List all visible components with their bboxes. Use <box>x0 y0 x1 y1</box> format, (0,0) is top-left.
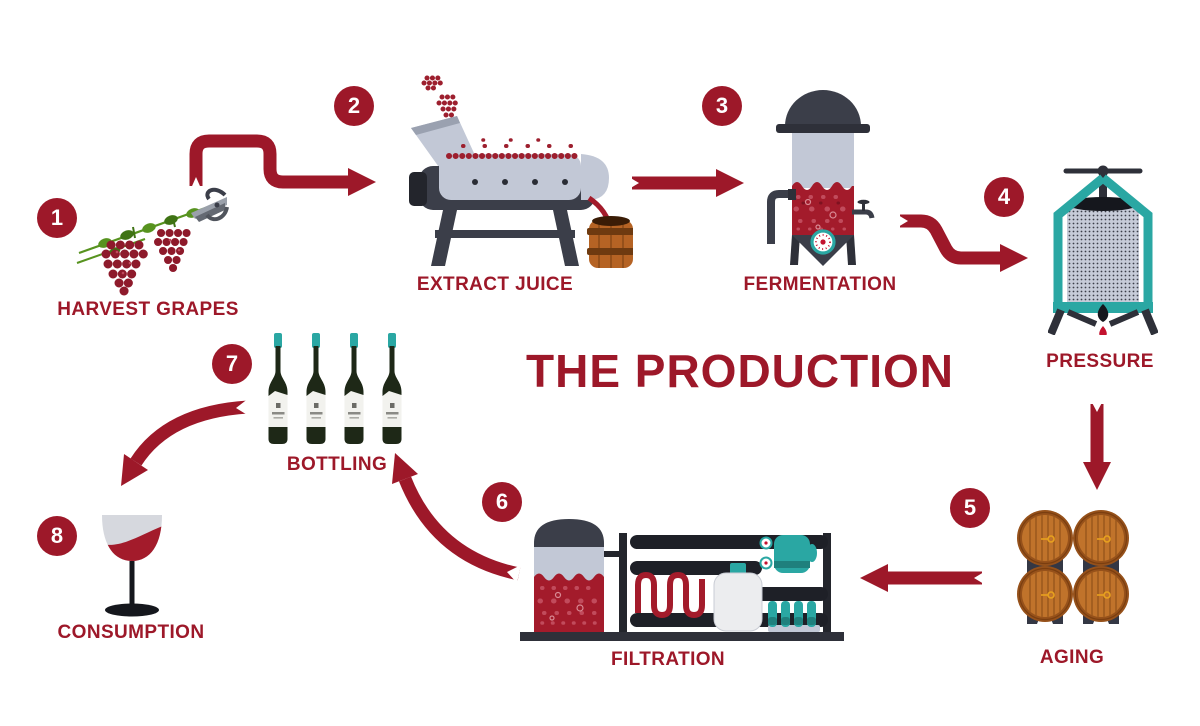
arrow-extract-to-fermentation-icon <box>624 169 744 197</box>
step-2-label: EXTRACT JUICE <box>416 274 574 295</box>
filter-cartridges <box>768 601 820 632</box>
filtration-tank <box>534 519 604 632</box>
step-1-label: HARVEST GRAPES <box>57 299 239 320</box>
step-7-badge: 7 <box>212 344 252 384</box>
crusher-trough <box>439 154 581 200</box>
arrow-fermentation-to-pressure-icon <box>893 212 1028 272</box>
step-3-label: FERMENTATION <box>743 274 897 295</box>
step-8-badge: 8 <box>37 516 77 556</box>
filtration-machine-icon <box>520 519 844 641</box>
arrow-bottling-to-consumption-icon <box>121 398 249 486</box>
barrel-icon <box>1017 566 1073 622</box>
barrel-icon <box>1017 510 1073 566</box>
gauge-icon <box>810 229 836 255</box>
machine-base <box>520 632 844 641</box>
step-7-label: BOTTLING <box>286 454 388 475</box>
barrel-icon <box>1073 510 1129 566</box>
crusher-machine-icon <box>409 75 633 268</box>
step-4-label: PRESSURE <box>1046 351 1154 372</box>
wine-bottle-icon <box>344 333 364 444</box>
press-screw <box>1099 173 1107 205</box>
step-8-label: CONSUMPTION <box>57 622 205 643</box>
press-frame <box>1053 174 1153 308</box>
grape-cluster <box>101 229 195 296</box>
wine-bottle-icon <box>382 333 402 444</box>
step-1-badge: 1 <box>37 198 77 238</box>
pump-unit <box>759 535 817 573</box>
wine-bottle-icon <box>268 333 288 444</box>
oak-barrels-icon <box>1013 506 1133 624</box>
tank-body <box>792 133 854 188</box>
glass-base <box>105 603 159 617</box>
tap-spout <box>852 209 875 219</box>
bubbles <box>793 195 853 231</box>
step-2-badge: 2 <box>334 86 374 126</box>
page-title: THE PRODUCTION <box>526 345 954 397</box>
press-spout <box>1097 304 1109 322</box>
crushed-grapes <box>446 138 578 159</box>
fermenting-wine <box>792 182 854 235</box>
wine-press-icon <box>1048 165 1158 335</box>
collection-jug <box>713 563 763 632</box>
pruning-shears-icon <box>191 187 229 222</box>
juice-barrel-icon <box>587 216 633 268</box>
step-6-badge: 6 <box>482 482 522 522</box>
step-5-badge: 5 <box>950 488 990 528</box>
falling-grapes <box>421 75 462 118</box>
berry-highlights <box>115 238 181 275</box>
step-5-label: AGING <box>1039 647 1105 668</box>
pipe <box>823 533 831 632</box>
inlet-pipe <box>767 190 794 244</box>
wine-drop-icon <box>1099 326 1107 335</box>
step-3-badge: 3 <box>702 86 742 126</box>
glass-stem <box>129 561 135 606</box>
wine-bottles-icon <box>268 333 402 444</box>
arrow-pressure-to-aging-icon <box>1083 397 1111 490</box>
pipe <box>619 533 627 632</box>
tank-dome <box>785 90 861 126</box>
wine-bottle-icon <box>306 333 326 444</box>
cooling-coil <box>635 571 705 619</box>
press-legs <box>1048 308 1158 335</box>
bolts <box>472 179 568 185</box>
step-4-badge: 4 <box>984 177 1024 217</box>
arrow-aging-to-filtration-icon <box>860 564 989 592</box>
step-6-label: FILTRATION <box>610 649 726 670</box>
wine-glass-icon <box>102 515 162 617</box>
barrel-icon <box>1073 566 1129 622</box>
fermentation-tank-icon <box>767 90 875 266</box>
grapes-and-shears-icon <box>76 187 229 296</box>
